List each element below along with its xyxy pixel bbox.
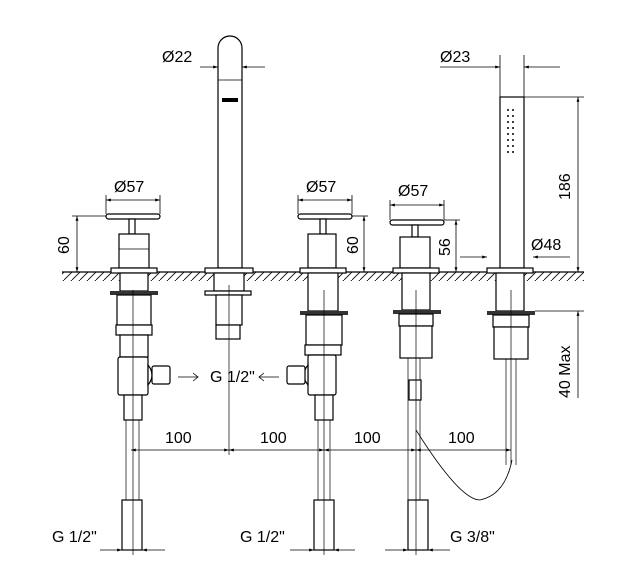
valve-left [105,213,171,555]
valve-2-handle-diameter: Ø57 [306,179,336,196]
valve-diverter [389,219,513,555]
arrow-right-icon [178,372,199,382]
spacing-4: 100 [448,430,475,447]
valve-2-height: 60 [345,236,362,254]
valve-middle [286,213,353,555]
valve-3-height: 56 [437,238,454,256]
connection-2-label: G 1/2" [240,529,285,546]
hand-shower-diameter-label: Ø23 [440,49,470,66]
connection-3-label: G 3/8" [450,529,495,546]
arrow-left-icon [258,372,279,382]
valve-1-handle-diameter: Ø57 [114,179,144,196]
hand-shower [486,96,535,465]
spacing-3: 100 [354,430,381,447]
hand-shower-base-diameter: Ø48 [531,237,561,254]
hand-shower-height: 186 [557,173,574,200]
spacing-1: 100 [165,430,192,447]
center-connection-label: G 1/2" [210,369,255,386]
below-deck-max-label: 40 Max [557,346,574,398]
spout-diameter-label: Ø22 [162,49,192,66]
spacing-2: 100 [260,430,287,447]
connection-1-label: G 1/2" [52,529,97,546]
dimension-lines [72,55,584,552]
valve-1-height: 60 [56,236,73,254]
spout [204,35,254,455]
valve-3-handle-diameter: Ø57 [398,183,428,200]
